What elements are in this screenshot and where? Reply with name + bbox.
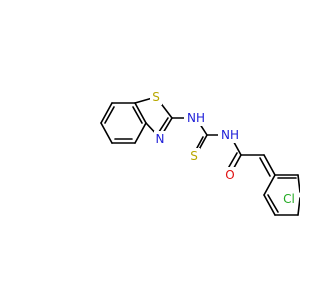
- bond: [134, 102, 147, 124]
- bond: [104, 106, 115, 124]
- oxygen-atom-label: O: [224, 167, 236, 183]
- bond: [134, 122, 147, 144]
- bond: [263, 174, 276, 196]
- bond: [263, 194, 276, 216]
- nh-atom-label: NH: [184, 110, 208, 126]
- oxygen-label-text: O: [225, 168, 234, 182]
- bond: [297, 197, 300, 216]
- thione-sulfur-atom-label: S: [188, 148, 200, 164]
- bond: [259, 157, 271, 177]
- amide-nh-atom-label: NH: [218, 127, 242, 143]
- sulfur-atom-label: S: [150, 89, 162, 105]
- bond: [100, 102, 113, 124]
- nitrogen-atom-label: N: [154, 131, 166, 147]
- bond: [297, 174, 300, 193]
- nh-label-text: NH: [187, 111, 205, 125]
- bond: [132, 106, 143, 124]
- bond: [267, 194, 279, 213]
- sulfur-label-text: S: [152, 90, 160, 104]
- nitrogen-label-text: N: [156, 132, 165, 146]
- chemical-structure-diagram: S N NH S NH O Cl: [100, 89, 300, 216]
- chlorine-label-text: Cl: [283, 192, 295, 206]
- thione-sulfur-label-text: S: [190, 149, 198, 163]
- bond: [100, 122, 113, 144]
- chlorine-atom-label: Cl: [280, 191, 298, 207]
- amide-nh-label-text: NH: [221, 128, 239, 142]
- bond: [263, 154, 276, 176]
- atom-labels: S N NH S NH O Cl: [150, 89, 298, 207]
